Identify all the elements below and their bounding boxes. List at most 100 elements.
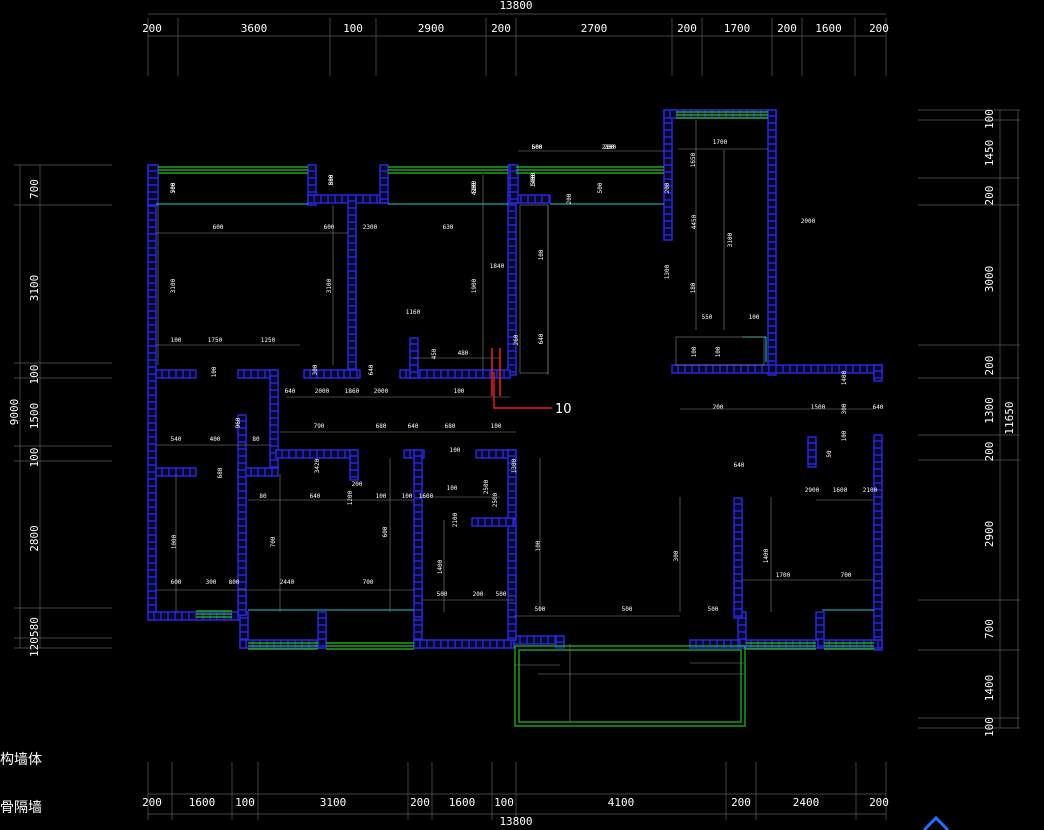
masonry-wall xyxy=(349,449,359,481)
top-segment-dimension: 1600 xyxy=(815,22,842,35)
interior-dimension: 2100 xyxy=(452,512,459,527)
interior-dimension: 3100 xyxy=(170,278,177,293)
right-segment-dimension: 2900 xyxy=(983,521,996,548)
interior-dimension: 600 xyxy=(213,224,224,231)
top-segment-dimension: 3600 xyxy=(241,22,268,35)
bottom-segment-dimension: 1600 xyxy=(449,796,476,809)
right-segment-dimension: 1400 xyxy=(983,675,996,702)
interior-dimension: 1400 xyxy=(530,172,537,187)
top-segment-dimension: 200 xyxy=(677,22,697,35)
interior-dimension: 1750 xyxy=(208,337,223,344)
masonry-wall xyxy=(507,204,517,376)
interior-dimension: 1700 xyxy=(776,572,791,579)
interior-dimension: 2000 xyxy=(315,388,330,395)
masonry-wall xyxy=(237,414,247,616)
left-segment-dimension: 700 xyxy=(28,179,41,199)
top-segment-dimension: 200 xyxy=(491,22,511,35)
interior-dimension: 600 xyxy=(532,144,543,151)
interior-dimension: 1650 xyxy=(690,152,697,167)
interior-dimension: 1000 xyxy=(171,534,178,549)
interior-dimension: 100 xyxy=(491,423,502,430)
masonry-wall xyxy=(671,364,883,374)
top-segment-dimension: 2900 xyxy=(418,22,445,35)
interior-dimension: 500 xyxy=(622,606,633,613)
north-marker-icon xyxy=(922,815,950,830)
bottom-segment-dimension: 3100 xyxy=(320,796,347,809)
interior-dimension: 3100 xyxy=(727,232,734,247)
masonry-wall xyxy=(471,517,515,527)
interior-dimension: 100 xyxy=(538,249,545,260)
interior-dimension: 790 xyxy=(314,423,325,430)
interior-dimension: 200 xyxy=(604,144,615,151)
interior-dimension: 550 xyxy=(702,314,713,321)
interior-dimension: 200 xyxy=(664,182,671,193)
interior-dimension: 700 xyxy=(270,536,277,547)
interior-dimension: 100 xyxy=(211,366,218,377)
interior-dimension: 1700 xyxy=(713,139,728,146)
interior-dimension: 100 xyxy=(454,388,465,395)
top-segment-dimension: 200 xyxy=(869,22,889,35)
interior-dimension: 700 xyxy=(170,182,177,193)
interior-dimension: 300 xyxy=(673,550,680,561)
interior-dimension: 680 xyxy=(376,423,387,430)
interior-dimension: 1500 xyxy=(811,404,826,411)
left-segment-dimension: 100 xyxy=(28,365,41,385)
right-total-dimension: 11650 xyxy=(1003,401,1016,434)
interior-dimension: 960 xyxy=(235,417,242,428)
interior-dimension: 80 xyxy=(252,436,260,443)
interior-dimension: 200 xyxy=(713,404,724,411)
interior-dimension: 700 xyxy=(841,572,852,579)
interior-dimension: 3100 xyxy=(326,278,333,293)
interior-dimension: 1860 xyxy=(345,388,360,395)
interior-dimension: 180 xyxy=(690,282,697,293)
interior-dimension: 50 xyxy=(826,450,833,458)
right-segment-dimension: 100 xyxy=(983,717,996,737)
masonry-wall xyxy=(507,194,551,204)
top-segment-dimension: 200 xyxy=(777,22,797,35)
right-segment-dimension: 1450 xyxy=(983,140,996,167)
interior-dimension: 500 xyxy=(597,182,604,193)
masonry-wall xyxy=(507,449,517,641)
interior-dimension: 100 xyxy=(749,314,760,321)
interior-dimension: 400 xyxy=(210,436,221,443)
bottom-segment-dimension: 200 xyxy=(869,796,889,809)
interior-dimension: 300 xyxy=(312,364,319,375)
interior-dimension: 700 xyxy=(363,579,374,586)
right-segment-dimension: 3000 xyxy=(983,266,996,293)
interior-dimension: 450 xyxy=(431,348,438,359)
left-segment-dimension: 580 xyxy=(28,617,41,637)
left-segment-dimension: 1500 xyxy=(28,403,41,430)
interior-dimension: 100 xyxy=(715,346,722,357)
interior-dimension: 3420 xyxy=(314,458,321,473)
interior-dimension: 1250 xyxy=(261,337,276,344)
interior-dimension: 100 xyxy=(171,337,182,344)
masonry-wall xyxy=(379,164,389,204)
interior-dimension: 1200 xyxy=(347,490,354,505)
interior-dimension: 4100 xyxy=(471,180,478,195)
masonry-wall xyxy=(737,639,819,649)
interior-dimension: 1160 xyxy=(406,309,421,316)
masonry-wall xyxy=(147,611,249,621)
legend-partition-wall: 骨隔墙 xyxy=(0,800,42,816)
left-total-dimension: 9000 xyxy=(8,399,21,426)
interior-dimension: 540 xyxy=(171,436,182,443)
masonry-wall xyxy=(147,164,157,621)
wall-plan xyxy=(147,109,883,727)
interior-dimension: 640 xyxy=(538,333,545,344)
right-segment-dimension: 200 xyxy=(983,186,996,206)
top-segment-dimension: 200 xyxy=(142,22,162,35)
interior-dimension: 500 xyxy=(437,591,448,598)
interior-dimension: 1400 xyxy=(437,559,444,574)
interior-dimension: 4450 xyxy=(691,214,698,229)
masonry-wall xyxy=(413,639,515,649)
interior-dimension: 500 xyxy=(170,182,177,193)
right-segment-dimension: 1300 xyxy=(983,397,996,424)
interior-dimension: 640 xyxy=(285,388,296,395)
interior-dimension: 200 xyxy=(473,591,484,598)
interior-dimension: 100 xyxy=(841,430,848,441)
interior-dimension: 640 xyxy=(408,423,419,430)
bottom-segment-dimension: 200 xyxy=(142,796,162,809)
interior-dimension: 1400 xyxy=(763,548,770,563)
